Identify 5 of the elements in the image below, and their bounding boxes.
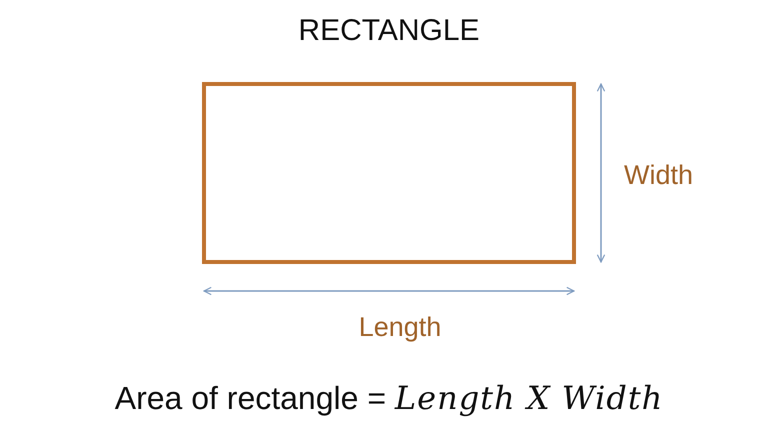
rectangle-shape [202, 82, 576, 264]
area-formula: Area of rectangle = Length X Width [114, 382, 664, 414]
dimension-label: Length [358, 314, 442, 341]
diagram-title: RECTANGLE [297, 16, 481, 46]
dimension-label: Width [624, 162, 694, 189]
